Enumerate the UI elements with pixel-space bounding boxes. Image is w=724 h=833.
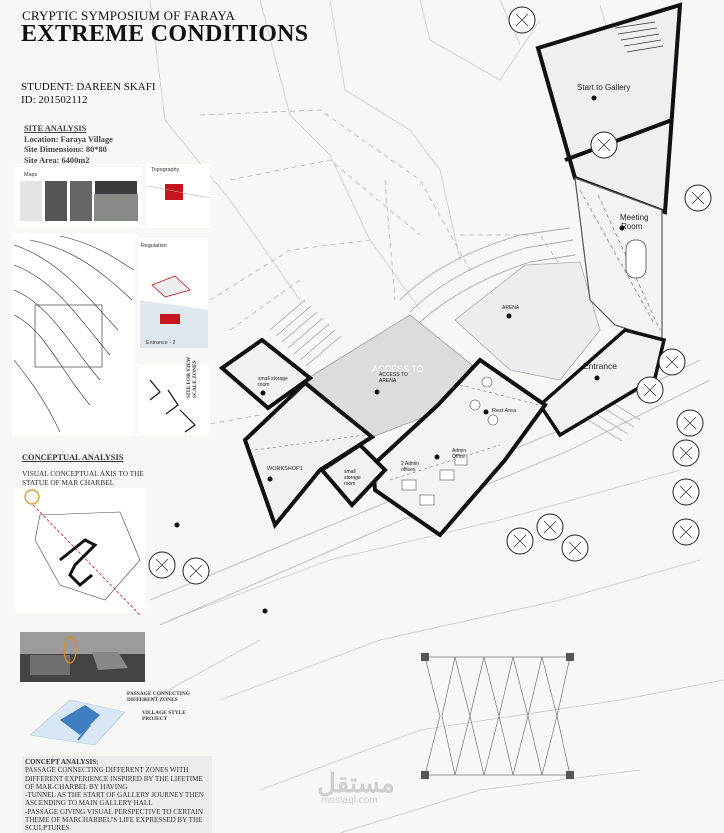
sheet-subtitle: CRYPTIC SYMPOSIUM OF FARAYA xyxy=(22,8,236,23)
room-label: Room xyxy=(621,222,643,231)
admin-offices-label: 2 Admin offices xyxy=(401,461,420,473)
site-area: Site Area: 6400m2 xyxy=(24,155,90,165)
maps-label: Maps xyxy=(24,172,38,178)
workshop-label: WORKSHOP1 xyxy=(267,466,303,472)
site-dashed-boundary xyxy=(174,109,571,431)
concept-analysis-line-2: -TUNNEL AS THE START OF GALLERY JOURNEY … xyxy=(25,791,204,808)
site-analysis-heading: SITE ANALYSIS xyxy=(24,124,87,133)
conceptual-axis-text: VISUAL CONCEPTUAL AXIS TO THE STATUE OF … xyxy=(22,469,144,487)
student-name: STUDENT: DAREEN SKAFI xyxy=(21,81,156,93)
site-location: Location: Faraya Village xyxy=(24,134,113,144)
concept-analysis-line-3: -PASSAGE GIVING VISUAL PERSPECTIVE TO CE… xyxy=(25,807,204,833)
access-to-arena-label: ACCESS TO ARENA xyxy=(379,372,408,384)
mostaql-watermark: مستقل mostaql.com xyxy=(317,768,395,806)
passage-label: PASSAGE CONNECTING DIFFERENT ZONES xyxy=(127,691,190,703)
village-style-label: VILLAGE STYLE PROJECT xyxy=(142,710,186,722)
meeting-table xyxy=(625,239,647,279)
site-dimensions: Site Dimensions: 80*80 xyxy=(24,145,107,154)
watermark-arabic: مستقل xyxy=(317,768,395,798)
concept-analysis-box: CONCEPT ANALYSIS: PASSAGE CONNECTING DIF… xyxy=(22,756,212,833)
site-analysis-block: SITE ANALYSIS Location: Faraya Village S… xyxy=(24,124,113,166)
student-info: STUDENT: DAREEN SKAFI ID: 201502112 xyxy=(21,81,156,107)
student-id: ID: 201502112 xyxy=(21,94,88,106)
meeting-label: Meeting xyxy=(620,213,649,222)
view-scale-label: SITE FOR VIEW SCALE ZONES xyxy=(186,356,198,398)
arena-label: ARENA xyxy=(502,305,520,311)
gallery-building xyxy=(535,2,683,215)
regulation-label: Regulation xyxy=(141,243,167,249)
small-storage-1-label: small storage room xyxy=(258,376,288,388)
access-watermark-label: ACCESS TO xyxy=(372,364,424,374)
small-storage-2 xyxy=(319,442,388,508)
site-contour-lines xyxy=(149,0,724,833)
topography-label: Topography xyxy=(151,167,180,173)
watermark-latin: mostaql.com xyxy=(321,795,378,806)
small-storage-1 xyxy=(218,337,314,411)
small-storage-2-label: small storage room xyxy=(344,469,361,487)
sheet-title: EXTREME CONDITIONS xyxy=(21,21,309,47)
conceptual-analysis-heading: CONCEPTUAL ANALYSIS xyxy=(22,453,124,462)
admin-office-label: Admin Office xyxy=(452,448,467,460)
canopy-structure xyxy=(424,656,571,776)
arena-zone xyxy=(454,261,601,381)
rest-area-label: Rest Area xyxy=(492,408,517,414)
stair-hatch xyxy=(269,299,641,442)
start-to-gallery-label: Start to Gallery xyxy=(577,83,631,92)
entrance-label: Entrance xyxy=(583,361,618,371)
concept-analysis-heading: CONCEPT ANALYSIS: xyxy=(25,758,99,766)
curved-ramp xyxy=(399,227,576,323)
entrance-diagram-label: Entrance - 2 xyxy=(146,340,176,346)
admin-building xyxy=(370,357,548,538)
concept-analysis-line-1: PASSAGE CONNECTING DIFFERENT ZONES WITH … xyxy=(25,766,203,791)
